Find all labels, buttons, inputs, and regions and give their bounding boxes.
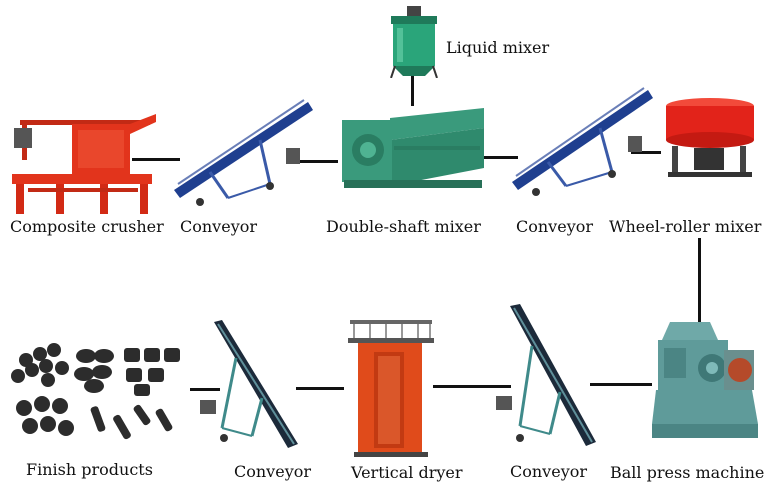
- ball-press-machine-illustration: [648, 320, 760, 444]
- finish-products-illustration: [8, 340, 186, 452]
- wheel-roller-mixer-label: Wheel-roller mixer: [609, 219, 761, 235]
- double-shaft-mixer-label: Double-shaft mixer: [326, 219, 481, 235]
- conveyor-1-illustration: [170, 98, 315, 210]
- connector-liquid-to-mixer: [411, 76, 414, 106]
- wheel-roller-mixer-illustration: [660, 96, 758, 178]
- finish-products-label: Finish products: [26, 462, 153, 478]
- connector-wheel-mixer-down: [698, 238, 701, 328]
- double-shaft-mixer-illustration: [338, 106, 486, 194]
- vertical-dryer-label: Vertical dryer: [351, 465, 463, 481]
- conveyor-3-label: Conveyor: [234, 464, 311, 480]
- liquid-mixer-illustration: [385, 6, 443, 78]
- conveyor-4-illustration: [492, 302, 602, 454]
- conveyor-4-label: Conveyor: [510, 464, 587, 480]
- ball-press-machine-label: Ball press machine: [610, 465, 764, 481]
- conveyor-2-illustration: [508, 86, 656, 198]
- composite-crusher-illustration: [8, 110, 158, 215]
- vertical-dryer-illustration: [344, 310, 438, 458]
- conveyor-3-illustration: [196, 318, 306, 454]
- conveyor-1-label: Conveyor: [180, 219, 257, 235]
- liquid-mixer-label: Liquid mixer: [446, 40, 549, 56]
- composite-crusher-label: Composite crusher: [10, 219, 164, 235]
- conveyor-2-label: Conveyor: [516, 219, 593, 235]
